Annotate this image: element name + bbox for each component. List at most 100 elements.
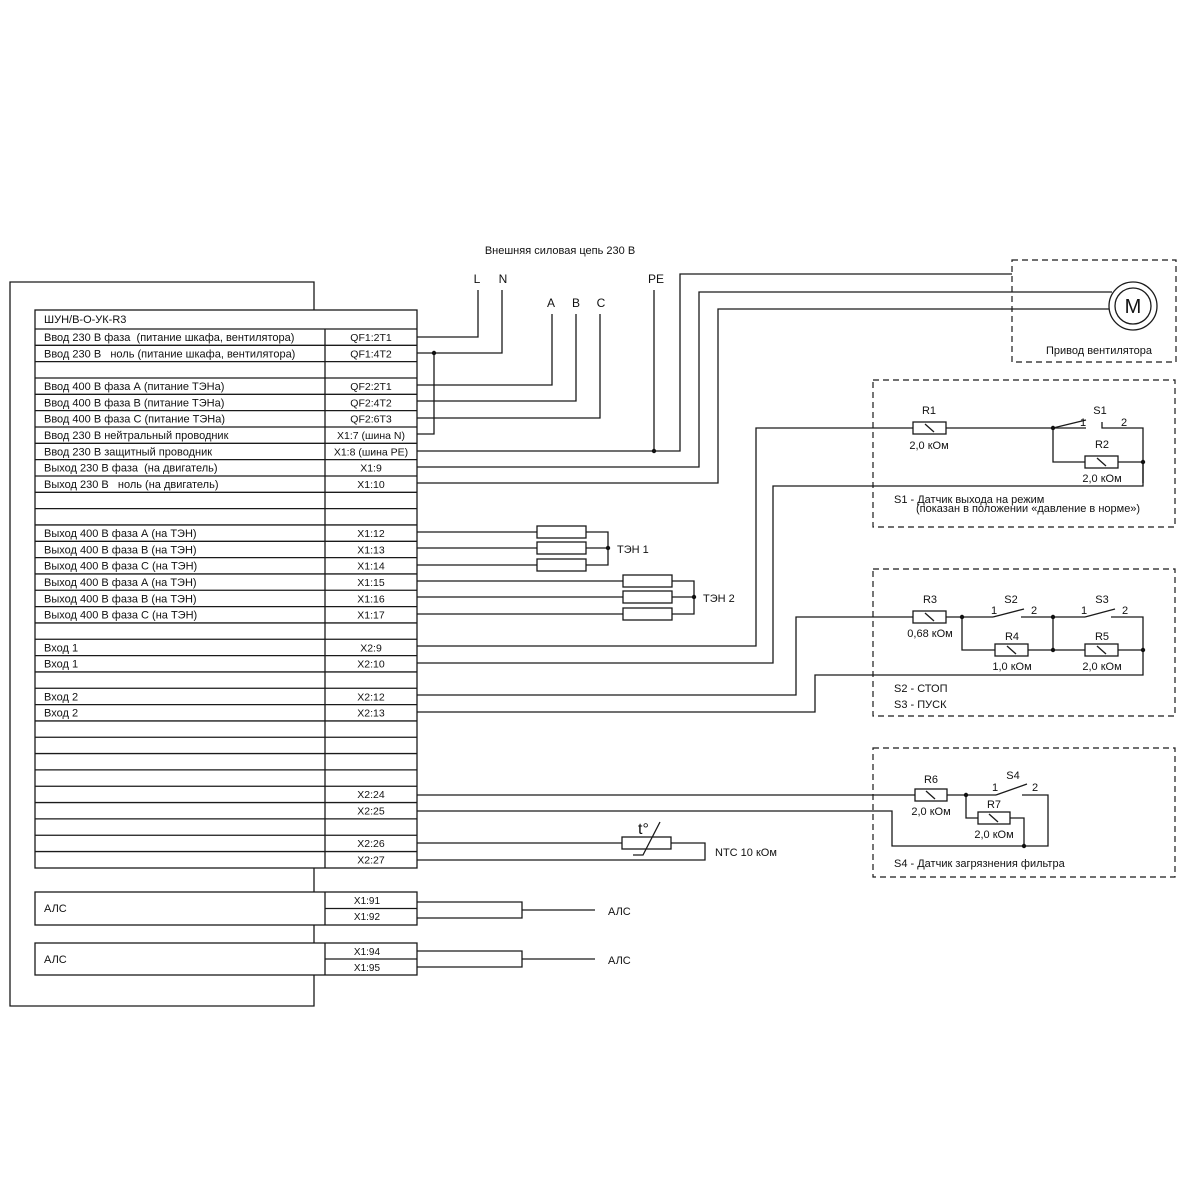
row-description: Вход 2 (44, 691, 78, 703)
row-description: Выход 230 В фаза (на двигатель) (44, 463, 218, 475)
r2-name: R2 (1095, 439, 1109, 451)
table-row: Выход 400 В фаза В (на ТЭН)X1:16 (35, 589, 417, 605)
heater-2-label: ТЭН 2 (703, 593, 735, 605)
r7-name: R7 (987, 799, 1001, 811)
heater-1-label: ТЭН 1 (617, 544, 649, 556)
heater-element (536, 558, 587, 572)
table-row: Выход 400 В фаза А (на ТЭН)X1:12 (35, 524, 417, 540)
r6-value: 2,0 кОм (911, 806, 950, 818)
r1-name: R1 (922, 405, 936, 417)
row-terminal: QF2:6T3 (350, 414, 392, 426)
als-label: АЛС (44, 954, 67, 966)
supply-label-c: C (597, 296, 606, 310)
r1-value: 2,0 кОм (909, 440, 948, 452)
sensor-2-caption-2: S3 - ПУСК (894, 699, 947, 711)
s2-pin1: 1 (991, 605, 997, 617)
row-description: Выход 400 В фаза А (на ТЭН) (44, 528, 197, 540)
s2-pin2: 2 (1031, 605, 1037, 617)
table-row: X2:27 (35, 850, 417, 867)
table-row: X2:26 (35, 834, 417, 850)
sensor-1-box: R1 2,0 кОм R2 2,0 кОм S1 1 2 S1 - Датчик… (417, 379, 1176, 664)
row-terminal: X2:24 (357, 789, 385, 801)
thermistor: t° NTC 10 кОм (417, 821, 777, 861)
row-terminal: X1:9 (360, 463, 382, 475)
fan-drive: M Привод вентилятора (1011, 259, 1177, 363)
als-out-label: АЛС (608, 955, 631, 967)
table-row: Ввод 230 В нейтральный проводник X1:7 (ши… (35, 426, 417, 442)
row-terminal: X1:14 (357, 561, 385, 573)
table-row: Ввод 400 В фаза С (питание ТЭНа) QF2:6T3 (35, 409, 417, 426)
table-row: Ввод 400 В фаза А (питание ТЭНа)QF2:2T1 (35, 377, 417, 393)
switch-s1-contact (1052, 419, 1087, 429)
als-block-2: АЛС X1:94 X1:95 АЛС (34, 942, 631, 976)
table-row: Ввод 230 В защитный проводник X1:8 (шина … (35, 442, 417, 458)
s4-pin1: 1 (992, 782, 998, 794)
row-terminal: X1:15 (357, 577, 385, 589)
row-terminal: X2:13 (357, 708, 385, 720)
supply-label-l: L (474, 272, 481, 286)
r3-name: R3 (923, 594, 937, 606)
r3-value: 0,68 кОм (907, 628, 952, 640)
row-description: Ввод 400 В фаза С (питание ТЭНа) (44, 414, 225, 426)
r5-name: R5 (1095, 631, 1109, 643)
thermistor-label: NTC 10 кОм (715, 847, 777, 859)
row-terminal: QF1:4T2 (350, 348, 392, 360)
row-terminal: X2:27 (357, 855, 385, 867)
s1-pin1: 1 (1080, 417, 1086, 429)
s2-name: S2 (1004, 594, 1017, 606)
r5-value: 2,0 кОм (1082, 661, 1121, 673)
table-row: Выход 400 В фаза С (на ТЭН) X1:14 (35, 556, 417, 573)
heater-2: ТЭН 2 (417, 574, 735, 621)
s1-name: S1 (1093, 405, 1106, 417)
supply-label-b: B (572, 296, 580, 310)
supply-label-pe: PE (648, 272, 664, 286)
motor-icon (1108, 281, 1158, 331)
row-description: Ввод 230 В ноль (питание шкафа, вентилят… (44, 348, 295, 360)
table-row: X2:24 (35, 785, 417, 801)
row-terminal: X1:13 (357, 544, 385, 556)
als-out-label: АЛС (608, 906, 631, 918)
thermistor-symbol: t° (638, 821, 649, 838)
terminal-table: ШУН/В-О-УК-R3 Ввод 230 В фаза (питание ш… (34, 309, 418, 869)
sensor-3-box: R6 2,0 кОм R7 2,0 кОм S4 1 2 S4 - Датчик… (417, 747, 1176, 878)
heater-1: ТЭН 1 (417, 525, 649, 572)
als-terminal: X1:92 (354, 912, 381, 923)
supply-wires (417, 273, 1112, 484)
heater-element (622, 574, 673, 588)
row-description: Ввод 230 В нейтральный проводник (44, 430, 229, 442)
als-terminal: X1:95 (354, 963, 381, 974)
s3-pin1: 1 (1081, 605, 1087, 617)
row-description: Вход 1 (44, 642, 78, 654)
table-border (34, 309, 418, 869)
table-row: Выход 400 В фаза С (на ТЭН)X1:17 (35, 605, 417, 622)
r4-name: R4 (1005, 631, 1019, 643)
sensor-1-caption-2: (показан в положении «давление в норме») (916, 503, 1140, 515)
row-description: Ввод 230 В фаза (питание шкафа, вентилят… (44, 332, 294, 344)
row-terminal: X1:7 (шина N) (337, 430, 405, 442)
sensor-1-caption: S1 - Датчик выхода на режим (894, 494, 1044, 506)
als-terminal: X1:91 (354, 896, 381, 907)
table-row: X2:25 (35, 801, 417, 818)
row-description: Выход 400 В фаза В (на ТЭН) (44, 593, 197, 605)
fan-drive-label: Привод вентилятора (1046, 345, 1153, 357)
row-terminal: QF2:4T2 (350, 397, 392, 409)
cabinet-name: ШУН/В-О-УК-R3 (44, 314, 126, 326)
r7-value: 2,0 кОм (974, 829, 1013, 841)
table-row: Выход 230 В фаза (на двигатель) X1:9 (35, 458, 417, 475)
supply-label-n: N (499, 272, 508, 286)
row-terminal: X1:8 (шина PE) (334, 446, 408, 458)
row-description: Выход 400 В фаза С (на ТЭН) (44, 561, 197, 573)
s3-name: S3 (1095, 594, 1108, 606)
row-terminal: X2:10 (357, 659, 385, 671)
switch-s4-contact (995, 783, 1028, 796)
row-description: Ввод 230 В защитный проводник (44, 446, 212, 458)
row-description: Выход 400 В фаза А (на ТЭН) (44, 577, 197, 589)
row-description: Ввод 400 В фаза А (питание ТЭНа) (44, 381, 224, 393)
heater-element (622, 607, 673, 621)
heater-element (622, 590, 673, 604)
row-terminal: X1:17 (357, 610, 385, 622)
